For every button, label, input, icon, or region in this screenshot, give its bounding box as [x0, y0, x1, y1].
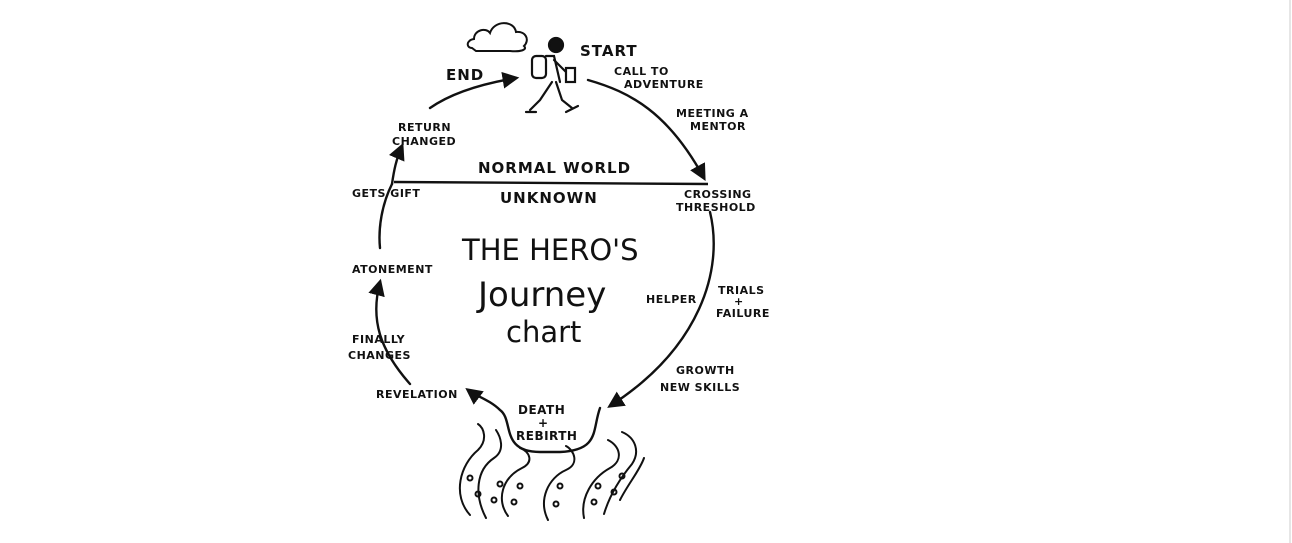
title-line-3: chart	[506, 315, 581, 349]
label-finally-2: CHANGES	[348, 349, 411, 362]
label-call-1: CALL TO	[614, 65, 669, 78]
label-normal-world: NORMAL WORLD	[478, 159, 631, 177]
label-mentor-1: MEETING A	[676, 107, 749, 120]
label-call-2: ADVENTURE	[624, 78, 704, 91]
label-growth-1: GROWTH	[676, 364, 735, 377]
label-return-1: RETURN	[398, 121, 451, 134]
hiker-icon	[524, 36, 580, 114]
label-gets-gift: GETS GIFT	[352, 187, 420, 200]
label-death-1: DEATH	[518, 403, 565, 417]
title-line-2: Journey	[476, 275, 606, 315]
cloud-icon	[466, 22, 528, 53]
label-start: START	[580, 42, 638, 60]
journey-cycle	[368, 71, 715, 454]
label-unknown: UNKNOWN	[500, 189, 598, 207]
label-death-3: REBIRTH	[516, 429, 577, 443]
label-death-2: +	[538, 416, 549, 430]
label-trials-3: FAILURE	[716, 307, 770, 320]
right-edge-divider	[1289, 0, 1291, 543]
title-line-1: THE HERO'S	[461, 233, 639, 267]
label-crossing-1: CROSSING	[684, 188, 752, 201]
label-trials-2: +	[734, 295, 744, 308]
label-growth-2: NEW SKILLS	[660, 381, 740, 394]
label-return-2: CHANGED	[392, 135, 456, 148]
label-trials-1: TRIALS	[718, 284, 765, 297]
world-divider	[393, 180, 709, 186]
label-finally-1: FINALLY	[352, 333, 406, 346]
label-atonement: ATONEMENT	[352, 263, 433, 276]
label-end: END	[446, 66, 484, 84]
label-revelation: REVELATION	[376, 388, 458, 401]
tentacle-icon	[458, 423, 645, 521]
label-mentor-2: MENTOR	[690, 120, 746, 133]
label-crossing-2: THRESHOLD	[676, 201, 756, 214]
label-helper: HELPER	[646, 293, 697, 306]
